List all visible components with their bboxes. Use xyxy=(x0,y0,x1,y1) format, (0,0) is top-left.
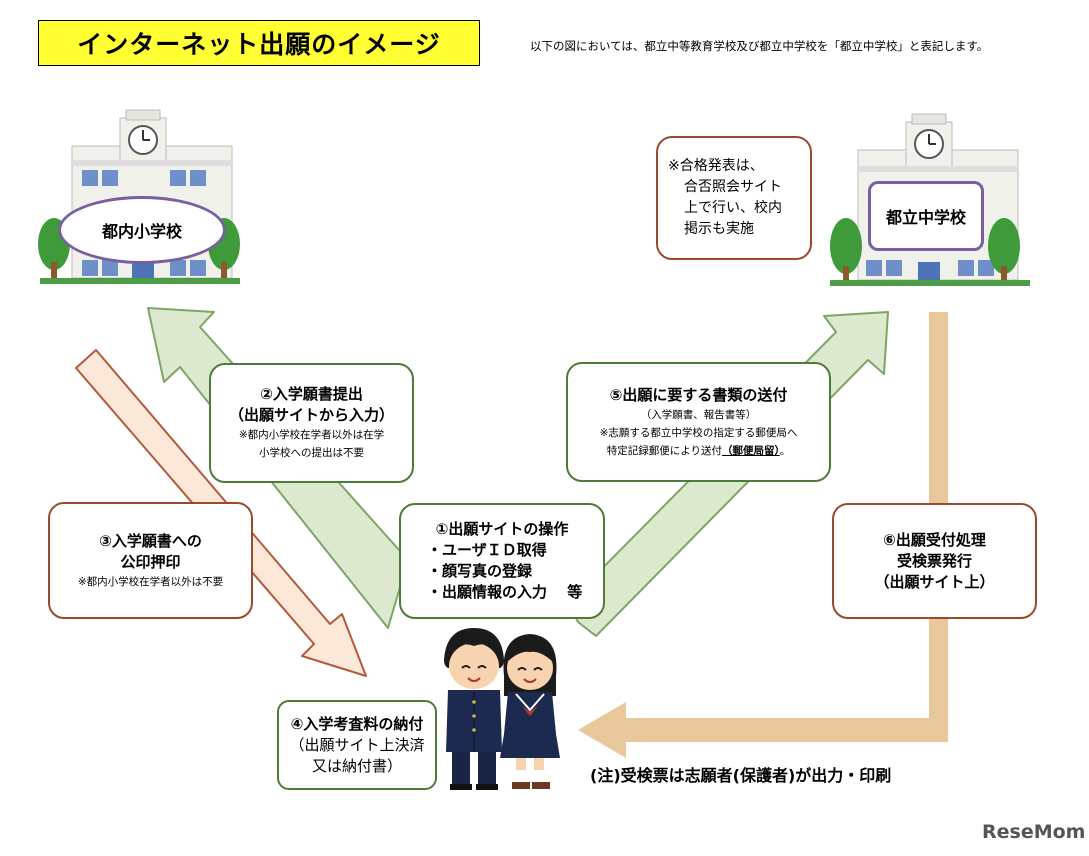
step-4-line-2: （出願サイト上決済 xyxy=(289,735,425,754)
notation-note: 以下の図においては、都立中等教育学校及び都立中学校を「都立中学校」と表記します。 xyxy=(530,39,989,53)
girl-student-figure xyxy=(500,634,560,789)
step-2-note-2: 小学校への提出は不要 xyxy=(259,447,364,459)
result-line-3: 上で行い、校内 xyxy=(684,200,782,216)
step-6-line-3: （出願サイト上） xyxy=(874,572,995,591)
step-2-box: ②入学願書提出 （出願サイトから入力） ※都内小学校在学者以外は在学 小学校への… xyxy=(209,363,414,483)
step-3-title-2: 公印押印 xyxy=(120,552,181,571)
step-5-note-2-text: 特定記録郵便により送付 xyxy=(606,444,723,457)
step-4-line-3: 又は納付書） xyxy=(311,756,402,775)
result-line-2: 合否照会サイト xyxy=(684,179,782,195)
step-5-sub: （入学願書、報告書等） xyxy=(640,408,757,421)
step-5-note-1: ※志願する都立中学校の指定する郵便局へ xyxy=(599,426,798,439)
step-6-box: ⑥出願受付処理 受検票発行 （出願サイト上） xyxy=(832,503,1037,619)
step-1-item-1: ・ユーザＩＤ取得 xyxy=(427,541,547,559)
step-2-sub: （出願サイトから入力） xyxy=(228,406,394,424)
arrow-admission-ticket xyxy=(578,312,948,758)
step-6-line-2: 受検票発行 xyxy=(896,551,972,570)
resemom-logo: ReseMom xyxy=(982,821,1086,843)
boy-student-figure xyxy=(444,628,504,790)
elementary-school-label: 都内小学校 xyxy=(58,196,226,264)
step-1-item-2: ・顔写真の登録 xyxy=(427,562,533,580)
page-title: インターネット出願のイメージ xyxy=(38,20,480,66)
step-3-title-1: ③入学願書への xyxy=(99,531,202,550)
step-5-note-2-emphasis: （郵便局留） xyxy=(722,444,780,457)
step-4-title: ④入学考査料の納付 xyxy=(290,714,424,733)
result-line-1: ※合格発表は、 xyxy=(668,158,764,174)
result-announcement-box: ※合格発表は、 合否照会サイト 上で行い、校内 掲示も実施 xyxy=(656,136,812,260)
step-1-box: ①出願サイトの操作 ・ユーザＩＤ取得 ・顔写真の登録 ・出願情報の入力 等 xyxy=(399,503,605,619)
step-1-title: ①出願サイトの操作 xyxy=(435,520,569,538)
admission-ticket-note: (注)受検票は志願者(保護者)が出力・印刷 xyxy=(590,766,892,785)
step-5-box: ⑤出願に要する書類の送付 （入学願書、報告書等） ※志願する都立中学校の指定する… xyxy=(566,362,831,482)
step-3-box: ③入学願書への 公印押印 ※都内小学校在学者以外は不要 xyxy=(48,502,253,619)
step-6-line-1: ⑥出願受付処理 xyxy=(883,530,986,549)
step-1-item-3: ・出願情報の入力 等 xyxy=(427,583,583,601)
result-line-4: 掲示も実施 xyxy=(684,221,754,237)
step-5-note-2: 特定記録郵便により送付（郵便局留）。 xyxy=(607,442,791,460)
step-2-note-1: ※都内小学校在学者以外は在学 xyxy=(238,429,385,441)
step-5-note-2-end: 。 xyxy=(779,444,791,457)
step-2-title: ②入学願書提出 xyxy=(260,385,363,403)
step-4-box: ④入学考査料の納付 （出願サイト上決済 又は納付書） xyxy=(277,700,437,790)
junior-high-school-label: 都立中学校 xyxy=(868,181,984,251)
step-5-title: ⑤出願に要する書類の送付 xyxy=(609,385,788,404)
step-3-note: ※都内小学校在学者以外は不要 xyxy=(77,575,224,588)
